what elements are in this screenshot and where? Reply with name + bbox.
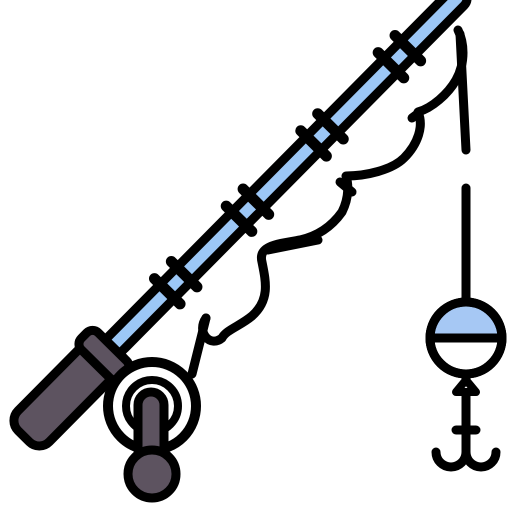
reel-arm [187, 313, 211, 379]
rod-guide-7 [372, 47, 410, 84]
line-stub-2 [335, 177, 357, 197]
reel-handle-knob [123, 445, 181, 503]
rod-guide-8 [389, 30, 427, 67]
rod-guide-5 [295, 125, 332, 162]
rod [9, 0, 472, 451]
rod-blank [62, 0, 472, 397]
fishing-line-top [455, 29, 471, 155]
line-stub-3 [407, 107, 425, 123]
fishing-line-slack [198, 25, 468, 346]
bobber-icon [425, 297, 507, 379]
reel-icon [103, 313, 211, 503]
rod-guide-3 [220, 200, 258, 237]
rod-guide-6 [312, 108, 349, 145]
hook-icon [431, 369, 501, 472]
hook-barbs [431, 447, 501, 472]
rod-guide-2 [165, 256, 203, 293]
rod-guide-4 [237, 183, 275, 220]
rod-guide-1 [148, 273, 186, 310]
hook-eye [452, 376, 480, 396]
line-stub-1 [263, 235, 323, 255]
